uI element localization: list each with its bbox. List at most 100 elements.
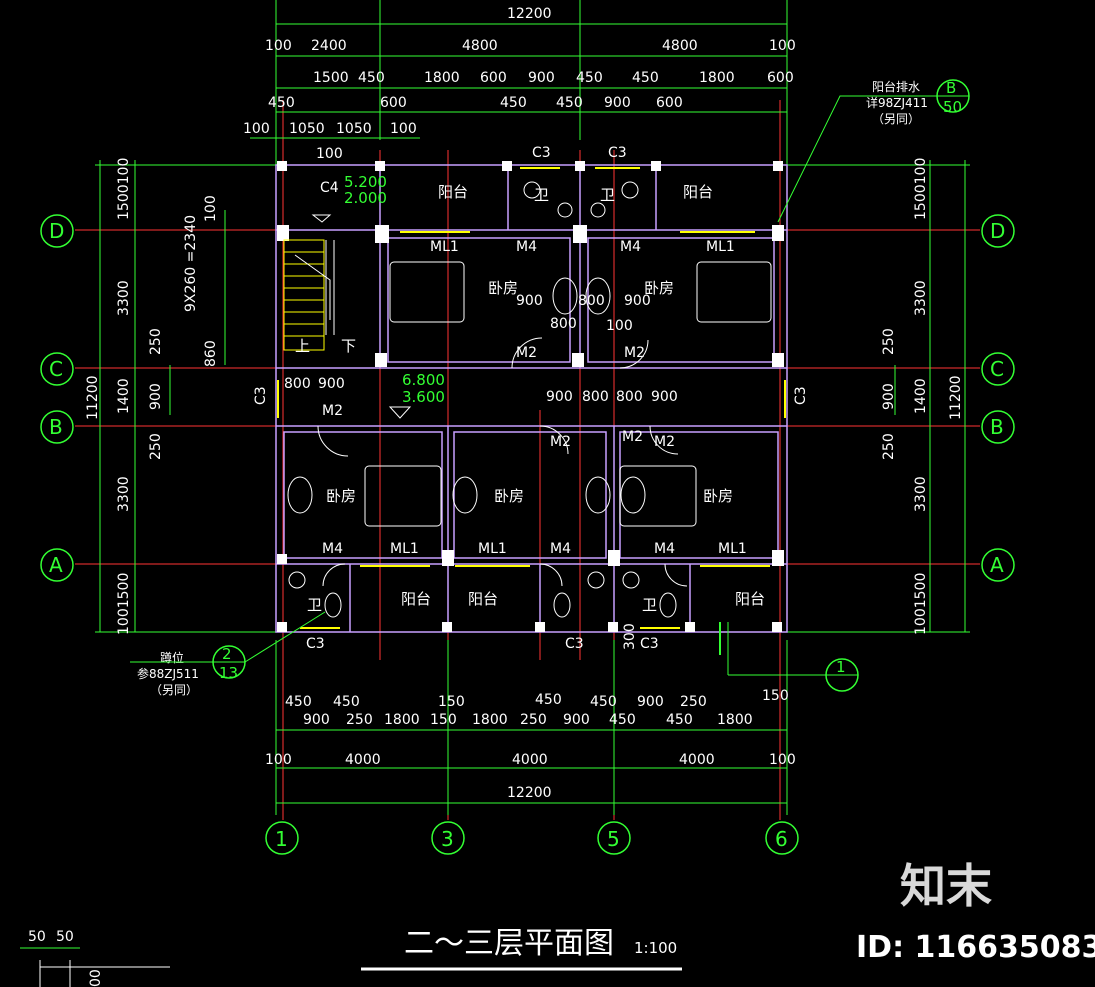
svg-text:11200: 11200	[948, 375, 964, 420]
opening-label: M2	[550, 434, 571, 450]
svg-text:800: 800	[578, 293, 605, 309]
svg-text:100: 100	[769, 752, 796, 768]
opening-label: M2	[516, 345, 537, 361]
svg-text:150: 150	[438, 694, 465, 710]
opening-label: C3	[253, 386, 269, 405]
svg-text:1800: 1800	[472, 712, 508, 728]
svg-text:450: 450	[590, 694, 617, 710]
room-label: 卫	[307, 596, 322, 614]
svg-text:800: 800	[616, 389, 643, 405]
svg-text:250: 250	[881, 328, 897, 355]
svg-text:250: 250	[148, 328, 164, 355]
room-label: 阳台	[683, 183, 713, 201]
svg-text:11200: 11200	[85, 375, 101, 420]
svg-text:300: 300	[622, 623, 638, 650]
svg-text:13: 13	[219, 664, 238, 682]
stair-up-label: 上	[295, 337, 310, 355]
grid-bubble-labels: D C B A D C B A 1 3 5 6	[49, 219, 1005, 851]
svg-text:600: 600	[656, 95, 683, 111]
opening-label: M2	[622, 429, 643, 445]
svg-text:450: 450	[285, 694, 312, 710]
inner-dims: 900 800 900 800 100 800 900 900 800 800 …	[284, 293, 789, 704]
opening-label: M2	[322, 403, 343, 419]
svg-text:450: 450	[666, 712, 693, 728]
svg-text:00: 00	[88, 969, 104, 987]
svg-text:250: 250	[346, 712, 373, 728]
level-bottom: 2.000	[344, 189, 387, 207]
svg-text:900: 900	[303, 712, 330, 728]
grid-label: D	[49, 219, 64, 243]
svg-text:100: 100	[606, 318, 633, 334]
svg-text:B: B	[946, 79, 956, 97]
opening-label: M4	[322, 541, 343, 557]
svg-text:450: 450	[333, 694, 360, 710]
svg-text:蹲位: 蹲位	[160, 650, 184, 665]
grid-label: C	[49, 357, 63, 381]
corner-fragment: 50 50 00	[20, 929, 170, 987]
grid-label: A	[49, 553, 63, 577]
opening-label: C3	[793, 386, 809, 405]
svg-text:1400: 1400	[913, 378, 929, 414]
svg-text:1800: 1800	[699, 70, 735, 86]
svg-text:100: 100	[390, 121, 417, 137]
stair-arrow-icon	[311, 214, 332, 223]
svg-text:900: 900	[546, 389, 573, 405]
svg-text:12200: 12200	[507, 785, 552, 801]
svg-text:600: 600	[480, 70, 507, 86]
svg-text:1001500: 1001500	[913, 573, 929, 635]
opening-label: M4	[620, 239, 641, 255]
section-callout: 1	[719, 622, 859, 692]
svg-text:4800: 4800	[462, 38, 498, 54]
columns	[277, 161, 784, 632]
room-label: 阳台	[438, 183, 468, 201]
svg-text:450: 450	[358, 70, 385, 86]
grid-bubbles	[40, 214, 1015, 855]
room-label: 卧房	[494, 487, 524, 505]
svg-text:900: 900	[651, 389, 678, 405]
level-top: 6.800	[402, 371, 445, 389]
opening-label: C3	[608, 145, 627, 161]
svg-text:900: 900	[563, 712, 590, 728]
drain-callout: 阳台排水 详98ZJ411 （另同） B 50	[777, 79, 970, 223]
svg-text:900: 900	[881, 383, 897, 410]
svg-text:100: 100	[265, 38, 292, 54]
svg-text:900: 900	[604, 95, 631, 111]
svg-text:150: 150	[430, 712, 457, 728]
svg-text:900: 900	[148, 383, 164, 410]
top-dimensions: 12200 100 2400 4800 4800 100 1500 450 18…	[243, 6, 796, 162]
room-label: 卧房	[644, 279, 674, 297]
grid-label: A	[990, 553, 1004, 577]
opening-labels: C4 C3 C3 ML1 M4 M4 ML1 M2 M2 M2 M2 M2 C3…	[253, 145, 809, 652]
squat-callout: 蹲位 参88ZJ511 （另同） 2 13	[130, 611, 326, 697]
svg-text:100: 100	[769, 38, 796, 54]
svg-text:3300: 3300	[116, 280, 132, 316]
grid-label: 1	[275, 827, 288, 851]
grid-label: C	[990, 357, 1004, 381]
svg-text:1050: 1050	[336, 121, 372, 137]
opening-label: M2	[654, 434, 675, 450]
svg-text:4000: 4000	[512, 752, 548, 768]
room-label: 卧房	[488, 279, 518, 297]
room-label: 阳台	[401, 590, 431, 608]
bottom-dimensions: 450 450 150 450 450 900 250 900 250 1800…	[265, 692, 796, 801]
svg-text:4000: 4000	[679, 752, 715, 768]
svg-text:1800: 1800	[384, 712, 420, 728]
room-labels: 阳台 阳台 卧房 卧房 卧房 卧房 卧房 阳台 阳台 阳台 卫 卫 卫 卫	[307, 183, 765, 614]
svg-text:100: 100	[203, 195, 219, 222]
svg-text:2: 2	[222, 645, 232, 663]
opening-label: C4	[320, 180, 339, 196]
room-label: 阳台	[735, 590, 765, 608]
title-text: 二～三层平面图	[404, 926, 614, 961]
opening-label: C3	[532, 145, 551, 161]
svg-text:800: 800	[284, 376, 311, 392]
svg-text:900: 900	[624, 293, 651, 309]
grid-label: B	[49, 415, 63, 439]
svg-text:800: 800	[582, 389, 609, 405]
svg-text:1001500: 1001500	[116, 573, 132, 635]
grid-label: 3	[441, 827, 454, 851]
opening-label: M4	[550, 541, 571, 557]
stair-labels: 上 下 5.200 2.000 6.800 3.600	[295, 173, 445, 419]
svg-text:3300: 3300	[913, 280, 929, 316]
svg-text:250: 250	[680, 694, 707, 710]
